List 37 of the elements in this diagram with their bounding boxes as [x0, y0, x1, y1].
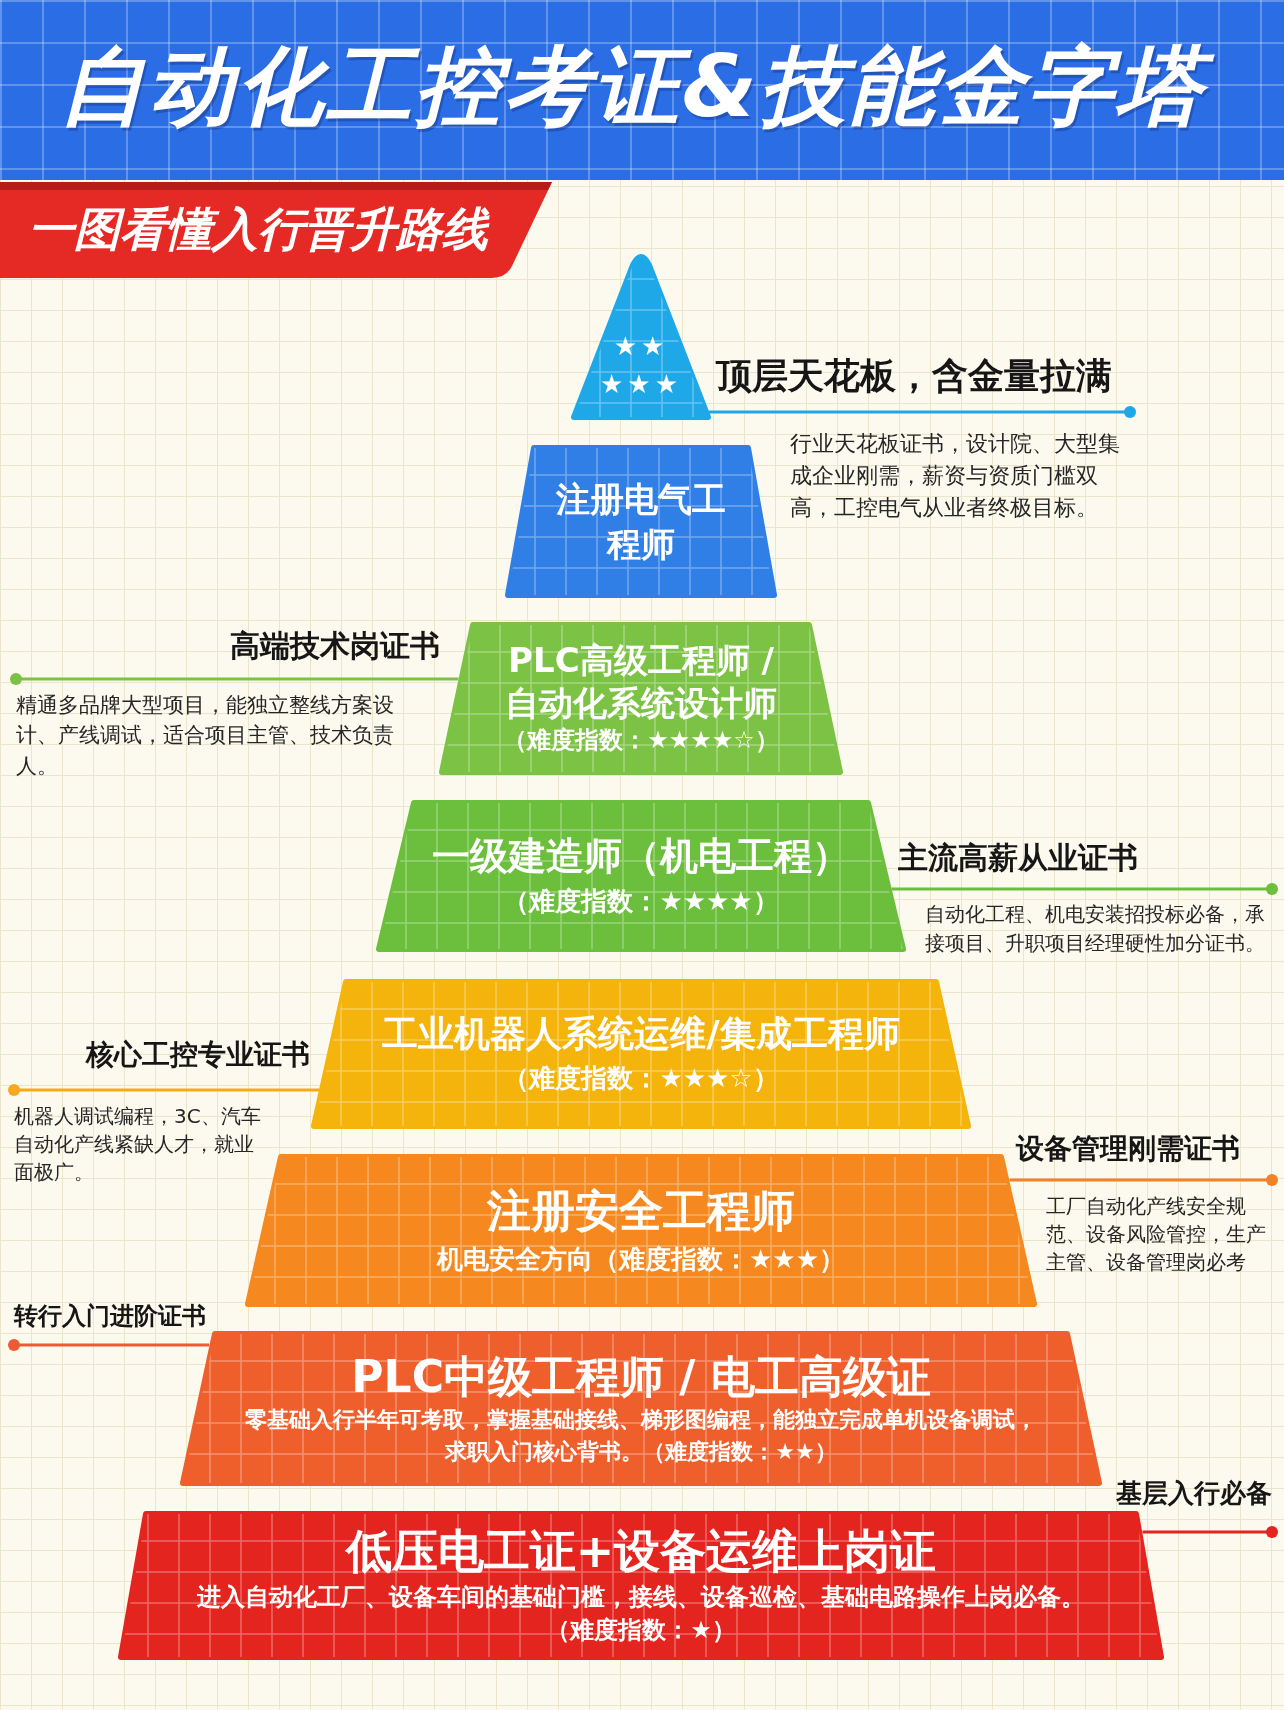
- tier-description: 进入自动化工厂、设备车间的基础门槛，接线、设备巡检、基础电路操作上岗必备。: [197, 1581, 1085, 1613]
- difficulty-rating: （难度指数：★★★☆）: [503, 1061, 779, 1095]
- leader-line: [8, 1339, 210, 1351]
- tier-title: PLC中级工程师 / 电工高级证: [351, 1350, 931, 1405]
- tier-title: 注册安全工程师: [487, 1184, 795, 1239]
- callout-text: 行业天花板证书，设计院、大型集成企业刚需，薪资与资质门槛双高，工控电气从业者终极目标。: [790, 430, 1121, 522]
- tier-title: 一级建造师（机电工程）: [432, 832, 850, 880]
- difficulty-rating: （难度指数：★）: [546, 1615, 736, 1647]
- leader-line: [1142, 1526, 1278, 1538]
- tier-subtitle: 机电安全方向（难度指数：★★★）: [437, 1242, 845, 1276]
- callout-heading: 顶层天花板，含金量拉满: [716, 354, 1112, 398]
- difficulty-rating: （难度指数：★★★★☆）: [503, 725, 779, 757]
- star-rating: ★★★: [600, 368, 682, 401]
- callout-heading: 基层入行必备: [1116, 1478, 1272, 1510]
- leader-line: [708, 406, 1136, 418]
- tier-title: 低压电工证+设备运维上岗证: [345, 1523, 937, 1581]
- leader-line: [891, 883, 1278, 895]
- tier-title: 注册电气工程师: [555, 478, 727, 566]
- callout-text: 工厂自动化产线安全规范、设备风险管控，生产主管、设备管理岗必考: [1046, 1193, 1267, 1276]
- leader-line: [8, 1084, 320, 1096]
- difficulty-rating: （难度指数：★★★★）: [503, 885, 779, 919]
- callout-heading: 核心工控专业证书: [86, 1038, 310, 1072]
- callout-text: 自动化工程、机电安装招投标必备，承接项目、升职项目经理硬性加分证书。: [925, 901, 1266, 957]
- leader-line: [10, 673, 459, 685]
- callout-heading: 转行入门进阶证书: [14, 1302, 206, 1331]
- callout-heading: 高端技术岗证书: [230, 628, 440, 664]
- callout-text: 机器人调试编程，3C、汽车自动化产线紧缺人才，就业面极广。: [14, 1103, 262, 1186]
- title: 自动化工控考证&技能金字塔: [49, 33, 1235, 147]
- tier-title: 工业机器人系统运维/集成工程师: [382, 1012, 900, 1057]
- star-rating: ★★: [613, 330, 669, 364]
- callout-heading: 主流高薪从业证书: [898, 840, 1138, 876]
- tier-description: 零基础入行半年可考取，掌握基础接线、梯形图编程，能独立完成单机设备调试，求职入门核心背书。（难度指数：★★）: [244, 1406, 1038, 1466]
- leader-line: [1009, 1174, 1278, 1186]
- tier-title: PLC高级工程师 / 自动化系统设计师: [504, 639, 778, 725]
- callout-text: 精通多品牌大型项目，能独立整线方案设计、产线调试，适合项目主管、技术负责人。: [16, 692, 395, 780]
- subtitle: 一图看懂入行晋升路线: [28, 202, 491, 258]
- callout-heading: 设备管理刚需证书: [1016, 1132, 1240, 1166]
